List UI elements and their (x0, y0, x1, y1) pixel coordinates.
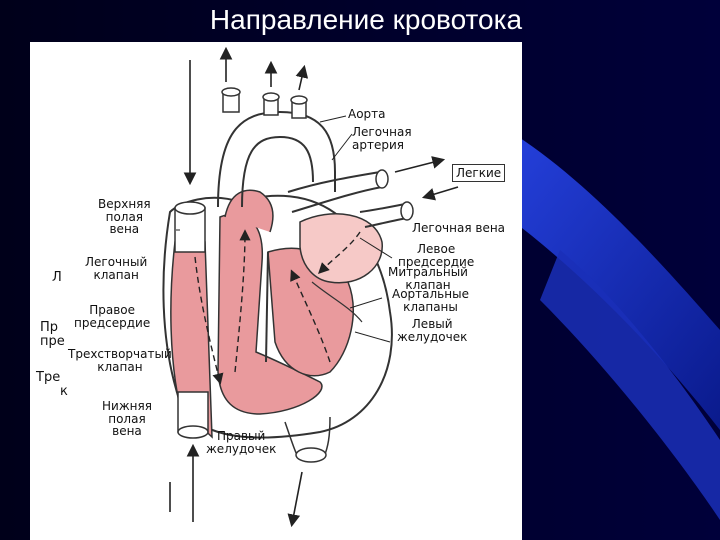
label-pulmonary-vein: Легочная вена (412, 221, 506, 235)
aorta-bottom-opening (295, 447, 327, 463)
ghost-text-3a: Тре (36, 370, 61, 385)
svc-tube (174, 207, 206, 253)
right-ventricle (217, 213, 323, 415)
flow-arrow-ra (194, 256, 224, 385)
pulmonary-trunk (224, 189, 274, 233)
aortic-arch (217, 110, 336, 208)
flow-arrow-rv (234, 229, 251, 373)
flow-arrow-from-lungs (421, 186, 459, 201)
label-lungs: Легкие (452, 164, 506, 182)
ghost-text-2a: Пр (40, 320, 59, 335)
ghost-text-3b: к (60, 384, 68, 399)
flow-arrow-aorta-out (287, 471, 303, 528)
flow-arrow-to-lungs (394, 156, 446, 173)
label-aorta: Аорта (348, 107, 386, 121)
heart-diagram (162, 46, 459, 528)
slide-title: Направление кровотока (209, 4, 523, 35)
ghost-text-2b: пре (40, 334, 65, 349)
flow-arrow-la (318, 231, 361, 274)
ghost-text-1: Л (52, 270, 62, 285)
flow-arrow-branch-3 (295, 64, 309, 91)
left-atrium (299, 213, 383, 284)
